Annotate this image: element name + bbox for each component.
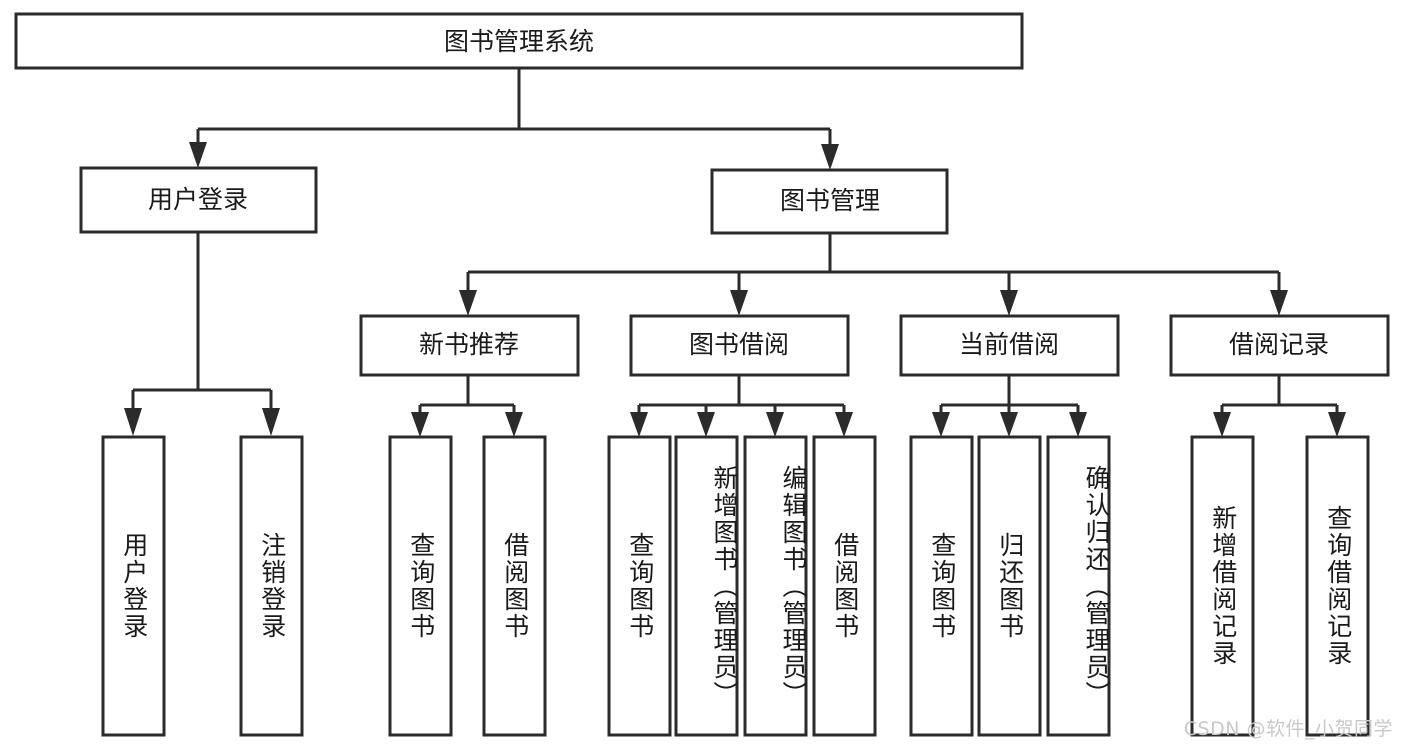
arrow-head-icon: [821, 144, 839, 170]
arrow-head-icon: [835, 412, 853, 437]
arrow-head-icon: [411, 412, 429, 437]
arrow-head-icon: [766, 412, 784, 437]
node-leaf-query-book-current[interactable]: [909, 435, 974, 737]
connector-books-to-level3: [459, 233, 1288, 316]
node-book-management-label: 图书管理: [780, 186, 880, 215]
connector-borrowbook-to-leaves: [630, 375, 853, 437]
node-leaf-confirm-return-admin[interactable]: [1046, 435, 1111, 737]
arrow-head-icon: [459, 290, 477, 316]
node-new-book-recommend-label: 新书推荐: [419, 330, 519, 359]
node-book-borrow[interactable]: [629, 314, 850, 377]
arrow-head-icon: [630, 412, 648, 437]
node-leaf-borrow-book-new[interactable]: [482, 435, 547, 737]
node-user-login[interactable]: [79, 166, 318, 234]
node-leaf-user-login[interactable]: [101, 435, 166, 737]
connector-borrowrecord-to-leaves: [1213, 375, 1346, 437]
node-current-borrow[interactable]: [899, 314, 1120, 377]
node-root-label: 图书管理系统: [444, 27, 594, 56]
node-leaf-borrow-book[interactable]: [812, 435, 877, 737]
node-current-borrow-label: 当前借阅: [959, 330, 1059, 359]
connector-userlogin-to-leaves: [124, 232, 280, 436]
arrow-head-icon: [697, 412, 715, 437]
arrow-head-icon: [730, 290, 748, 316]
node-book-management[interactable]: [710, 168, 949, 235]
node-leaf-add-borrow-record[interactable]: [1190, 435, 1255, 737]
node-book-borrow-label: 图书借阅: [689, 330, 789, 359]
arrow-head-icon: [1000, 290, 1018, 316]
arrow-head-icon: [189, 142, 207, 168]
node-leaf-query-book-borrow[interactable]: [607, 435, 672, 737]
connector-root-to-level2: [189, 68, 839, 170]
node-borrow-record-label: 借阅记录: [1229, 330, 1329, 359]
arrow-head-icon: [1069, 412, 1087, 437]
node-root[interactable]: [14, 12, 1024, 70]
node-leaf-query-book-new[interactable]: [388, 435, 453, 737]
node-leaf-logout[interactable]: [239, 435, 304, 737]
arrow-head-icon: [124, 408, 142, 436]
connector-newbook-to-leaves: [411, 375, 523, 437]
node-leaf-query-borrow-record[interactable]: [1305, 435, 1370, 737]
arrow-head-icon: [932, 412, 950, 437]
arrow-head-icon: [262, 408, 280, 436]
node-leaf-return-book[interactable]: [977, 435, 1042, 737]
node-user-login-label: 用户登录: [148, 185, 248, 214]
arrow-head-icon: [1213, 412, 1231, 437]
arrow-head-icon: [1270, 290, 1288, 316]
node-borrow-record[interactable]: [1169, 314, 1390, 377]
arrow-head-icon: [505, 412, 523, 437]
node-new-book-recommend[interactable]: [359, 314, 580, 377]
arrow-head-icon: [1328, 412, 1346, 437]
arrow-head-icon: [1000, 412, 1018, 437]
watermark-text: CSDN @软件_小贺同学: [1183, 718, 1393, 740]
node-leaf-add-book-admin[interactable]: [674, 435, 739, 737]
node-leaf-edit-book-admin[interactable]: [743, 435, 808, 737]
connector-currentborrow-to-leaves: [932, 375, 1087, 437]
